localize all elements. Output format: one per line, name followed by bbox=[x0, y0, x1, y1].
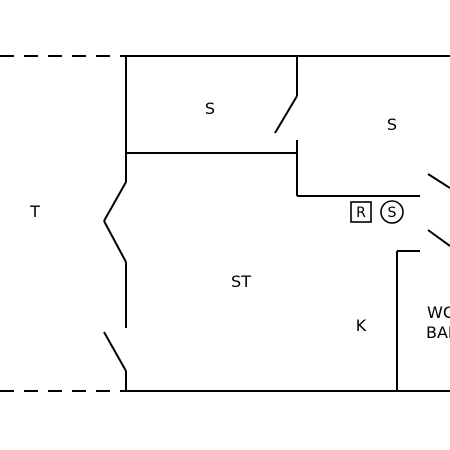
bath-door bbox=[427, 229, 450, 247]
circle-symbol-label: S bbox=[388, 205, 397, 221]
room-label-bedroom-1: S bbox=[205, 99, 215, 118]
room-label-bath: BAD bbox=[426, 323, 450, 342]
bedroom-2-door bbox=[427, 173, 450, 189]
terrace-door-upper-leaf-2 bbox=[103, 220, 127, 263]
bedroom-door bbox=[274, 95, 298, 134]
circle-symbol bbox=[380, 200, 404, 224]
terrace-door-upper-leaf bbox=[103, 181, 127, 222]
room-label-wc: WC bbox=[427, 303, 450, 322]
room-label-living: ST bbox=[231, 272, 251, 291]
terrace-door-lower-leaf bbox=[103, 331, 127, 372]
room-label-bedroom-2: S bbox=[387, 115, 397, 134]
room-label-terrace: T bbox=[29, 202, 40, 221]
square-symbol-label: R bbox=[356, 205, 366, 221]
square-symbol bbox=[350, 201, 372, 223]
room-label-kitchen: K bbox=[356, 316, 367, 335]
